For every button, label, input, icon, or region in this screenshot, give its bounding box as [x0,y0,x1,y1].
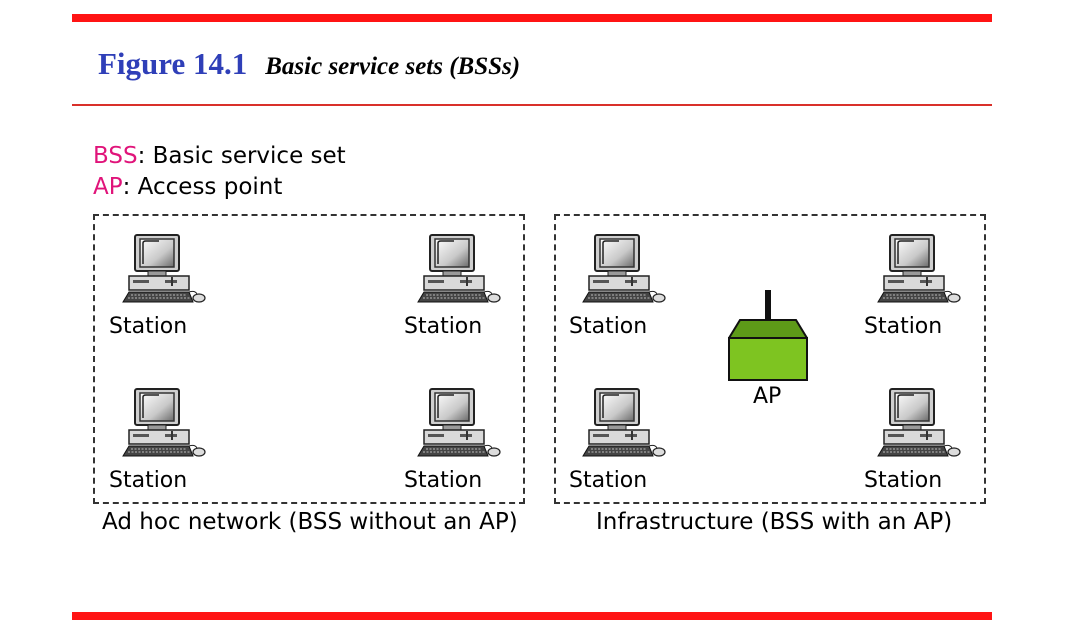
adhoc-caption: Ad hoc network (BSS without an AP) [102,509,518,535]
computer-icon [877,388,961,457]
adhoc-bss-box [93,214,525,504]
computer-icon [582,388,666,457]
adhoc-station-3: Station [109,388,206,498]
computer-icon [417,234,501,303]
infrastructure-caption: Infrastructure (BSS with an AP) [596,509,953,535]
adhoc-station-1: Station [109,234,206,344]
legend-item-ap: AP: Access point [93,174,282,200]
legend-abbr: BSS [93,143,138,169]
infrastructure-bss-box [554,214,986,504]
legend-text: : Basic service set [137,143,346,169]
adhoc-station-2: Station [404,234,501,344]
station-label: Station [404,468,483,493]
figure-number: Figure 14.1 [98,46,248,81]
title-rule [72,104,992,106]
infra-station-2: Station [864,234,961,344]
station-label: Station [404,314,483,339]
access-point-icon [727,290,809,381]
infra-station-3: Station [569,388,666,498]
computer-icon [582,234,666,303]
station-label: Station [864,468,943,493]
infra-station-1: Station [569,234,666,344]
adhoc-station-4: Station [404,388,501,498]
station-label: Station [569,468,648,493]
computer-icon [122,234,206,303]
station-label: Station [864,314,943,339]
computer-icon [122,388,206,457]
station-label: Station [109,468,188,493]
infra-station-4: Station [864,388,961,498]
figure-title: Figure 14.1 Basic service sets (BSSs) [98,46,520,82]
computer-icon [417,388,501,457]
bottom-rule [72,612,992,620]
computer-icon [877,234,961,303]
ap-label: AP [753,384,782,409]
station-label: Station [569,314,648,339]
access-point: AP [727,290,809,410]
top-rule [72,14,992,22]
station-label: Station [109,314,188,339]
legend-abbr: AP [93,174,123,200]
legend-item-bss: BSS: Basic service set [93,143,346,169]
legend-text: : Access point [122,174,283,200]
figure-caption: Basic service sets (BSSs) [265,53,521,80]
